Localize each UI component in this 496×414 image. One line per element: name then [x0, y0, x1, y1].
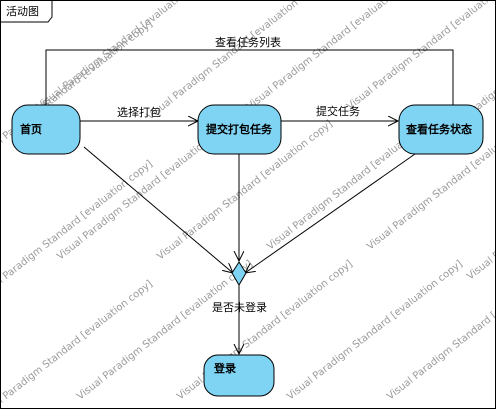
watermark-text: Visual Paradigm Standard [evaluation cop…: [0, 158, 155, 302]
node-login-label: 登录: [213, 361, 236, 375]
decision-diamond: [231, 261, 247, 286]
node-view-task-status: [398, 104, 484, 155]
node-home-label: 首页: [20, 122, 42, 136]
edge-home-to-status: [45, 49, 453, 116]
node-submit-package-task: [197, 104, 282, 155]
edge-label-list: 查看任务列表: [215, 35, 281, 49]
frame-tab: [0, 0, 53, 23]
edge-label-decision: 是否未登录: [212, 300, 267, 314]
node-submit-package-task-label: 提交打包任务: [206, 122, 273, 136]
watermark-text: Visual Paradigm Standard [evaluation cop…: [0, 278, 155, 409]
node-view-task-status-label: 查看任务状态: [406, 122, 472, 136]
node-home: [11, 104, 81, 155]
edge-label-submit-task: 提交任务: [316, 104, 360, 118]
edge-status-to-decision: [245, 153, 416, 273]
node-login: [203, 354, 275, 397]
edge-label-select: 选择打包: [117, 105, 161, 119]
watermark-text: Visual Paradigm Standard [evaluation cop…: [35, 0, 215, 112]
edge-home-to-decision: [83, 146, 233, 273]
watermark-text: Visual Paradigm Standard [evaluation cop…: [285, 258, 465, 402]
frame-label: 活动图: [6, 5, 39, 18]
